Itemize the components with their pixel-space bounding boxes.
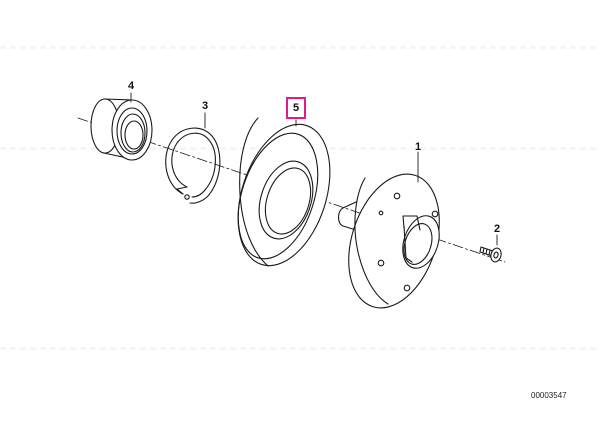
- callout-part-3[interactable]: 3: [201, 100, 209, 112]
- watermark-stripe: [0, 46, 600, 49]
- watermark-stripe: [0, 347, 600, 350]
- wheel-bolt-part[interactable]: [479, 246, 503, 263]
- callout-part-5[interactable]: 5: [292, 102, 300, 114]
- wheel-bearing-part[interactable]: [90, 98, 153, 161]
- callout-part-4[interactable]: 4: [127, 80, 135, 92]
- selected-callout-highlight: [286, 97, 306, 119]
- circlip-part[interactable]: [165, 127, 221, 204]
- wheel-hub-part[interactable]: [333, 162, 456, 319]
- callout-part-2[interactable]: 2: [493, 223, 501, 235]
- dust-shield-part[interactable]: [221, 113, 346, 278]
- document-number: 00003547: [531, 391, 567, 400]
- callout-part-1[interactable]: 1: [414, 141, 422, 153]
